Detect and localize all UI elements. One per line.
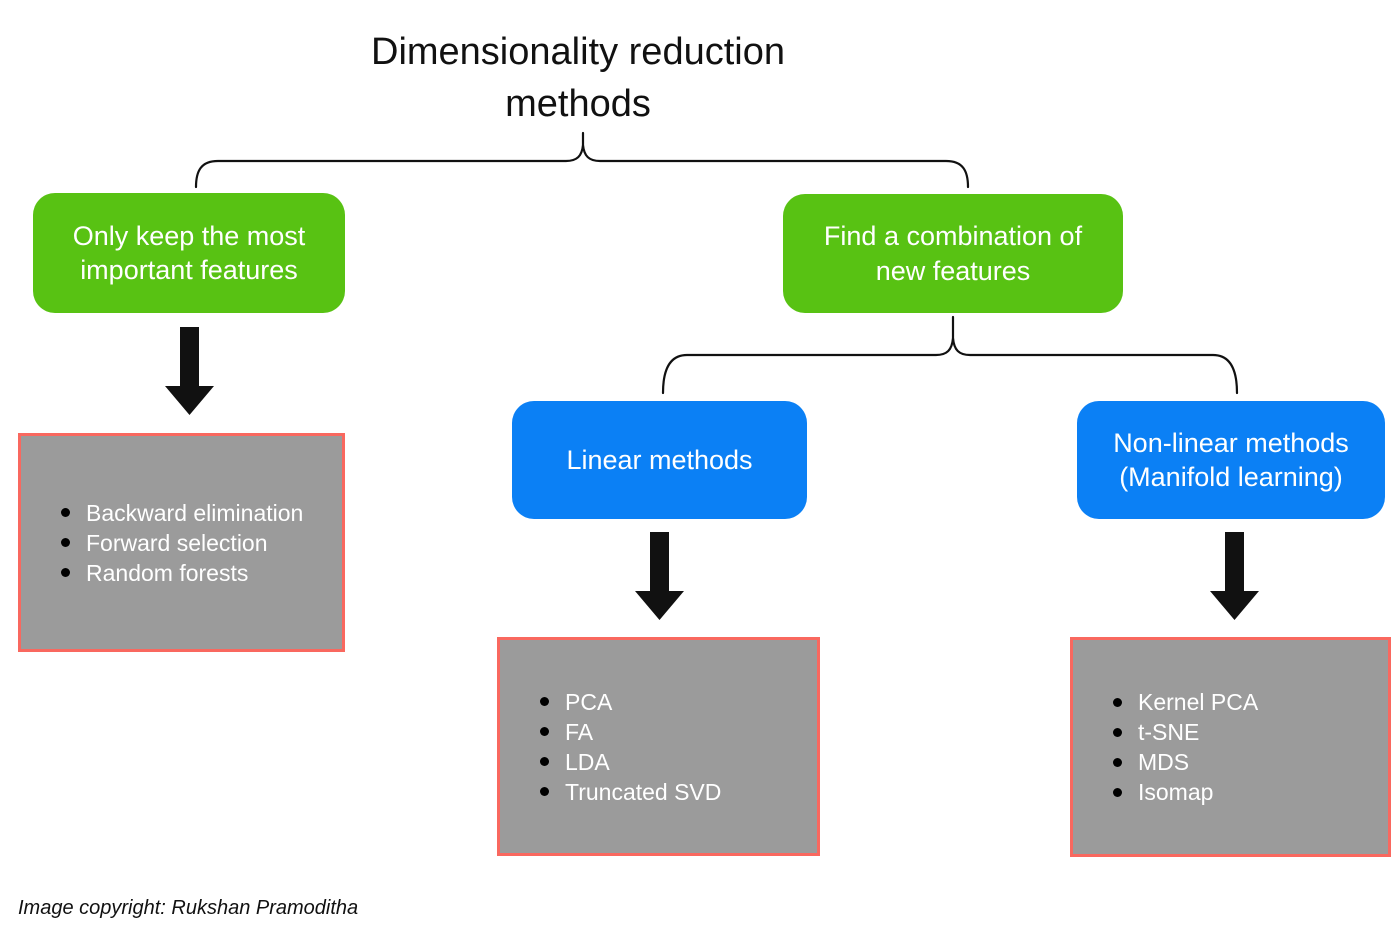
bullet-icon	[540, 787, 549, 796]
list-item: t-SNE	[1113, 717, 1258, 747]
list-item-label: Isomap	[1138, 779, 1214, 805]
bullet-icon	[61, 568, 70, 577]
list-item-label: Forward selection	[86, 529, 268, 556]
bullet-icon	[61, 538, 70, 547]
bullet-icon	[61, 508, 70, 517]
list-item: Backward elimination	[61, 498, 303, 528]
node-linear-methods-label: Linear methods	[566, 444, 753, 475]
copyright-text: Image copyright: Rukshan Pramoditha	[18, 897, 359, 919]
bullet-icon	[1113, 697, 1122, 707]
list-item: PCA	[540, 687, 721, 717]
brace-top-icon	[194, 131, 970, 189]
list-item-label: Random forests	[86, 559, 249, 586]
down-arrow-icon	[1210, 532, 1259, 620]
list-item-label: t-SNE	[1138, 719, 1200, 745]
down-arrow-icon	[635, 532, 684, 620]
bullet-icon	[540, 757, 549, 766]
list-item: Isomap	[1113, 777, 1258, 807]
bullet-icon	[1113, 757, 1122, 767]
list-item-label: LDA	[565, 748, 610, 775]
bullet-icon	[1113, 787, 1122, 797]
diagram-title: Dimensionality reduction methods	[371, 31, 785, 126]
panel-linear-methods: PCA FA LDA Truncated SVD	[497, 637, 820, 856]
list-item-label: MDS	[1138, 749, 1190, 775]
node-nonlinear-methods: Non-linear methods (Manifold learning)	[1077, 401, 1385, 519]
node-feature-selection: Only keep the most important features	[33, 193, 345, 313]
list-item: Kernel PCA	[1113, 687, 1258, 717]
down-arrow-icon	[165, 327, 214, 415]
list-item: Truncated SVD	[540, 777, 721, 807]
list-item-label: Kernel PCA	[1138, 689, 1259, 715]
node-nonlinear-methods-label: Non-linear methods (Manifold learning)	[1113, 427, 1349, 492]
nonlinear-method-list: Kernel PCA t-SNE MDS Isomap	[1073, 687, 1268, 807]
brace-sub-icon	[661, 315, 1239, 395]
bullet-icon	[540, 697, 549, 706]
panel-nonlinear-methods: Kernel PCA t-SNE MDS Isomap	[1070, 637, 1391, 857]
node-feature-extraction-label: Find a combination of new features	[823, 221, 1083, 286]
list-item-label: Truncated SVD	[565, 778, 722, 805]
list-item: MDS	[1113, 747, 1258, 777]
node-feature-selection-label: Only keep the most important features	[72, 220, 306, 285]
linear-method-list: PCA FA LDA Truncated SVD	[500, 687, 731, 807]
node-feature-extraction: Find a combination of new features	[783, 194, 1123, 313]
list-item-label: PCA	[565, 688, 613, 715]
list-item-label: Backward elimination	[86, 499, 304, 526]
bullet-icon	[540, 727, 549, 736]
list-item: LDA	[540, 747, 721, 777]
list-item-label: FA	[565, 718, 594, 745]
list-item: FA	[540, 717, 721, 747]
bullet-icon	[1113, 727, 1122, 737]
list-item: Random forests	[61, 558, 303, 588]
list-item: Forward selection	[61, 528, 303, 558]
node-linear-methods: Linear methods	[512, 401, 807, 519]
